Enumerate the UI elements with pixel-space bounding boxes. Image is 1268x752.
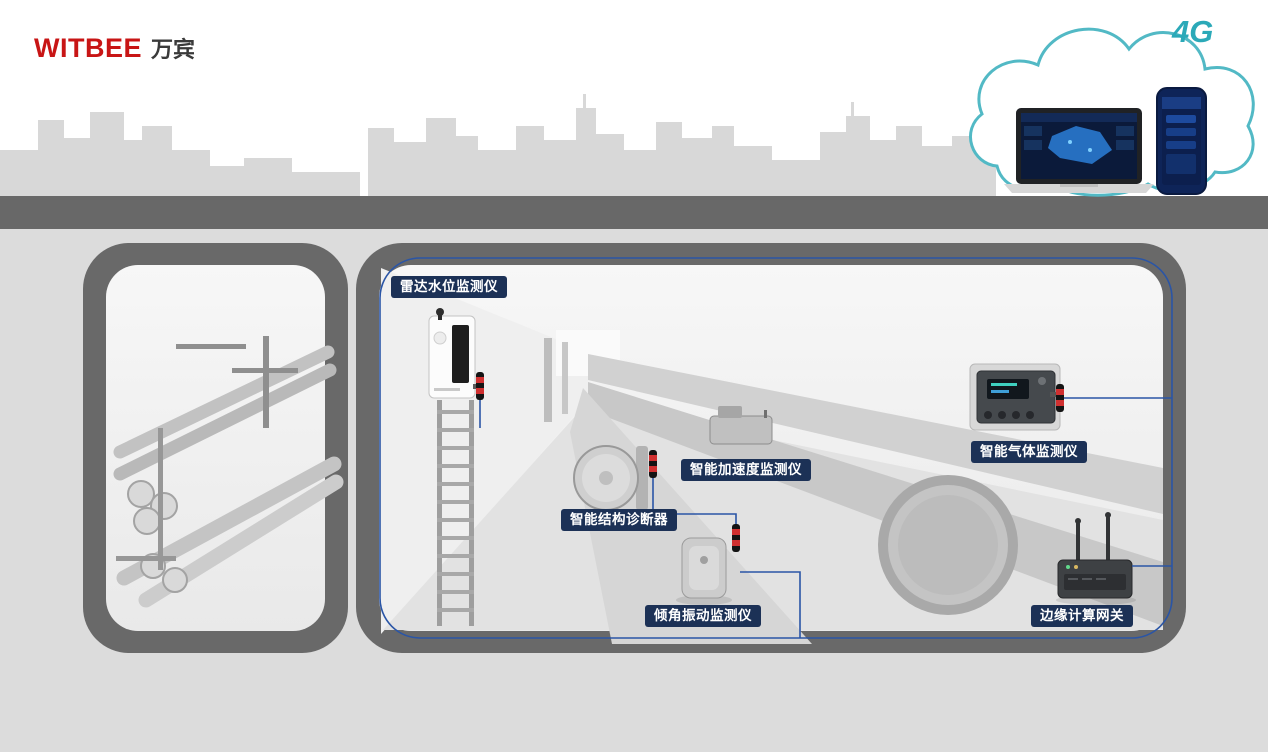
badge-structure-diagnostic: 智能结构诊断器 bbox=[561, 509, 677, 531]
sensor-posts bbox=[476, 372, 1064, 552]
cloud-platform bbox=[969, 27, 1255, 197]
brand-name-cn: 万宾 bbox=[151, 37, 196, 62]
sensor-icon bbox=[1056, 384, 1064, 412]
left-tunnel bbox=[83, 243, 348, 653]
pipe-supports bbox=[116, 336, 298, 570]
acceleration-monitor-device bbox=[709, 406, 773, 445]
wall-ladder bbox=[437, 400, 474, 626]
network-4g-label: 4G bbox=[1172, 14, 1214, 49]
radar-water-level-device bbox=[428, 308, 480, 399]
right-tunnel bbox=[356, 243, 1186, 653]
badge-tilt-vibration: 倾角振动监测仪 bbox=[645, 605, 761, 627]
brand-logo: WITBEE 万宾 bbox=[34, 32, 195, 64]
badge-radar-water-level: 雷达水位监测仪 bbox=[391, 276, 507, 298]
badge-acceleration-monitor: 智能加速度监测仪 bbox=[681, 459, 811, 481]
structure-diagnostic-device bbox=[573, 445, 648, 511]
gas-monitor-device bbox=[969, 363, 1061, 431]
badge-gas-monitor: 智能气体监测仪 bbox=[971, 441, 1087, 463]
phone-app bbox=[1156, 87, 1207, 195]
tilt-vibration-device bbox=[676, 537, 732, 605]
laptop-dashboard bbox=[1004, 108, 1154, 193]
edge-gateway-device bbox=[1056, 512, 1136, 605]
sensor-icon bbox=[732, 524, 740, 552]
city-skyline bbox=[0, 94, 996, 196]
badge-edge-gateway: 边缘计算网关 bbox=[1031, 605, 1133, 627]
monitoring-network-lines bbox=[379, 257, 1173, 639]
sensor-icon bbox=[649, 450, 657, 478]
sensor-icon bbox=[476, 372, 484, 400]
brand-name: WITBEE bbox=[34, 33, 142, 63]
ground-surface-band bbox=[0, 196, 1268, 229]
